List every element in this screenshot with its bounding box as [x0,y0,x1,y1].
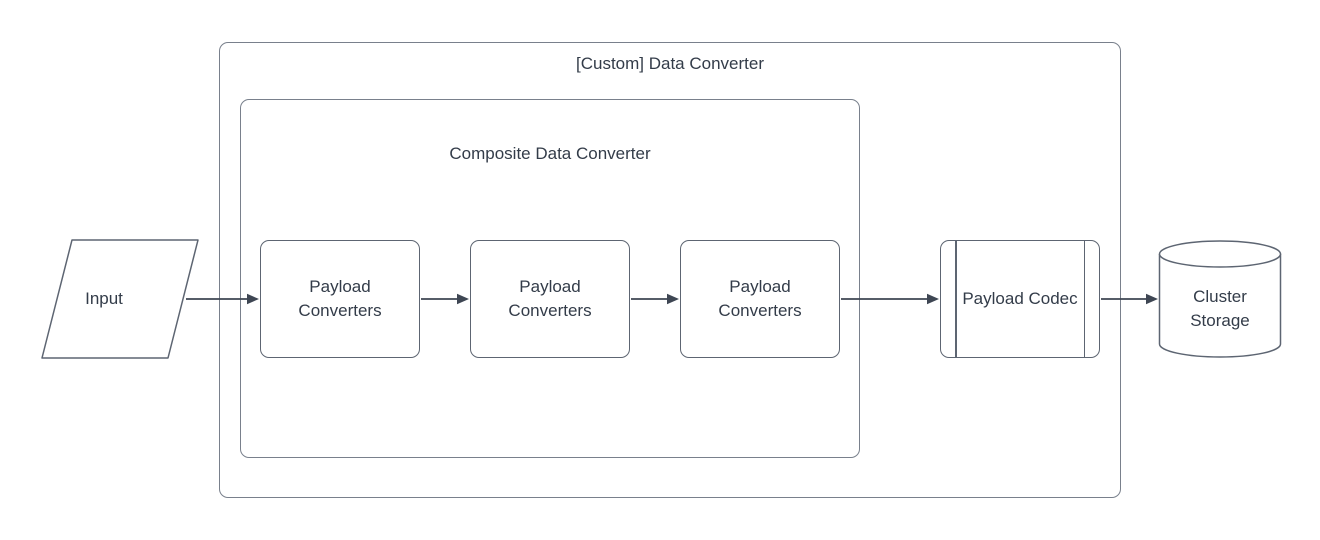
composite-data-converter-title: Composite Data Converter [449,144,651,163]
codec-right-bar [1083,241,1085,357]
payload-converters-box-2: Payload Converters [470,240,630,358]
custom-data-converter-container: [Custom] Data Converter [219,42,1121,498]
composite-data-converter-container: Composite Data Converter [240,99,860,458]
payload-converters-box-1: Payload Converters [260,240,420,358]
custom-data-converter-title: [Custom] Data Converter [575,54,764,73]
payload-converters-label-1: Payload Converters [298,277,382,320]
cluster-storage-label: Cluster Storage [1190,286,1250,330]
codec-left-bar [955,241,957,357]
parallelogram-shape-icon [41,239,199,359]
payload-codec-box: Payload Codec [940,240,1100,358]
payload-converters-box-3: Payload Converters [680,240,840,358]
input-node: Input [39,239,201,359]
cluster-storage-node: Cluster Storage [1158,240,1282,358]
input-label: Input [85,289,123,308]
payload-converters-label-2: Payload Converters [508,277,592,320]
payload-converters-label-3: Payload Converters [718,277,802,320]
database-cylinder-icon [1158,240,1282,358]
payload-codec-label: Payload Codec [962,289,1078,308]
